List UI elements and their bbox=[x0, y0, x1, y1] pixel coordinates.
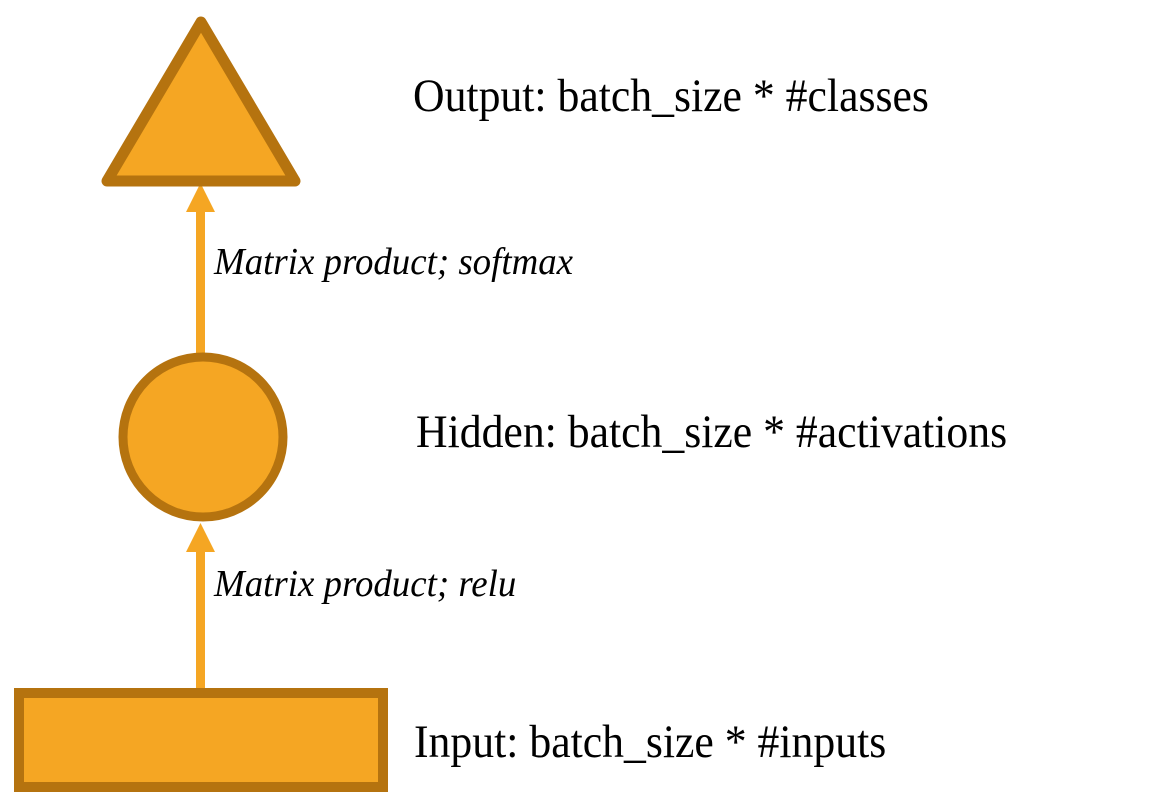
node-output-shape[interactable] bbox=[101, 16, 301, 187]
edge-input-to-hidden-label: Matrix product; relu bbox=[214, 563, 517, 605]
node-output-label: Output: batch_size * #classes bbox=[413, 70, 929, 122]
node-input-shape[interactable] bbox=[14, 688, 388, 792]
node-input-label: Input: batch_size * #inputs bbox=[414, 716, 887, 768]
node-hidden-shape[interactable] bbox=[118, 352, 288, 522]
node-hidden-label: Hidden: batch_size * #activations bbox=[416, 406, 1008, 458]
edge-hidden-to-output-label: Matrix product; softmax bbox=[214, 241, 573, 283]
edge-hidden-to-output-arrow bbox=[186, 183, 215, 355]
edge-input-to-hidden-arrow bbox=[186, 523, 215, 690]
